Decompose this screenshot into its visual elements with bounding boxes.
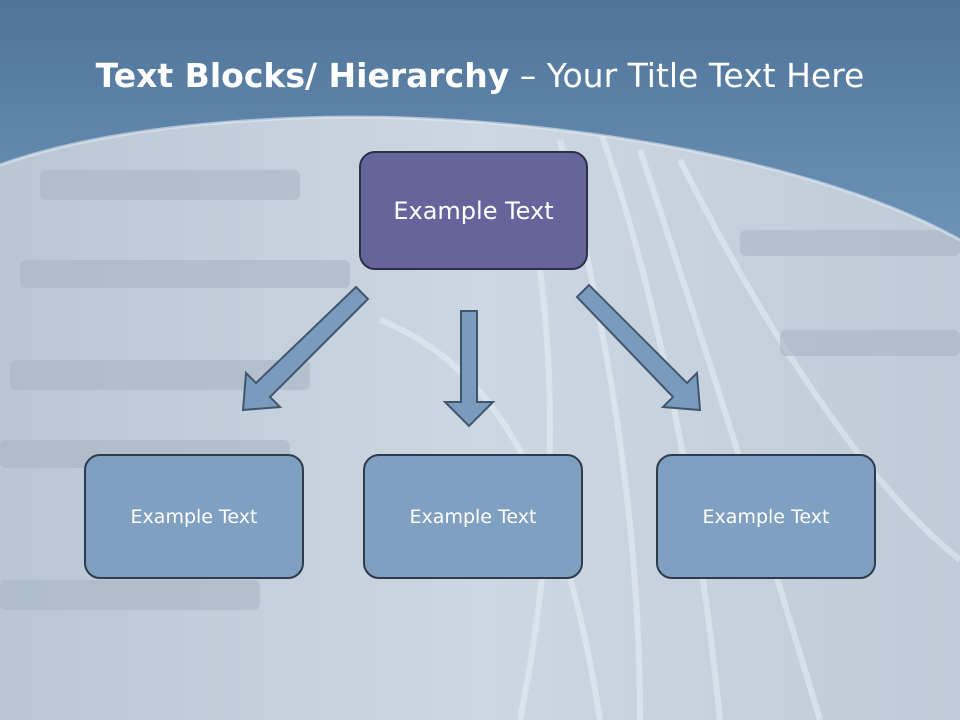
- child-node-label: Example Text: [130, 505, 258, 528]
- child-node-right[interactable]: Example Text: [656, 454, 876, 579]
- slide-title: Text Blocks/ Hierarchy – Your Title Text…: [0, 56, 960, 95]
- title-regular-part: Your Title Text Here: [546, 56, 865, 95]
- child-node-middle[interactable]: Example Text: [363, 454, 583, 579]
- root-node[interactable]: Example Text: [359, 151, 588, 270]
- title-separator: –: [509, 56, 547, 95]
- root-node-label: Example Text: [393, 196, 554, 225]
- title-bold-part: Text Blocks/ Hierarchy: [95, 56, 510, 95]
- child-node-label: Example Text: [409, 505, 537, 528]
- child-node-label: Example Text: [702, 505, 830, 528]
- child-node-left[interactable]: Example Text: [84, 454, 304, 579]
